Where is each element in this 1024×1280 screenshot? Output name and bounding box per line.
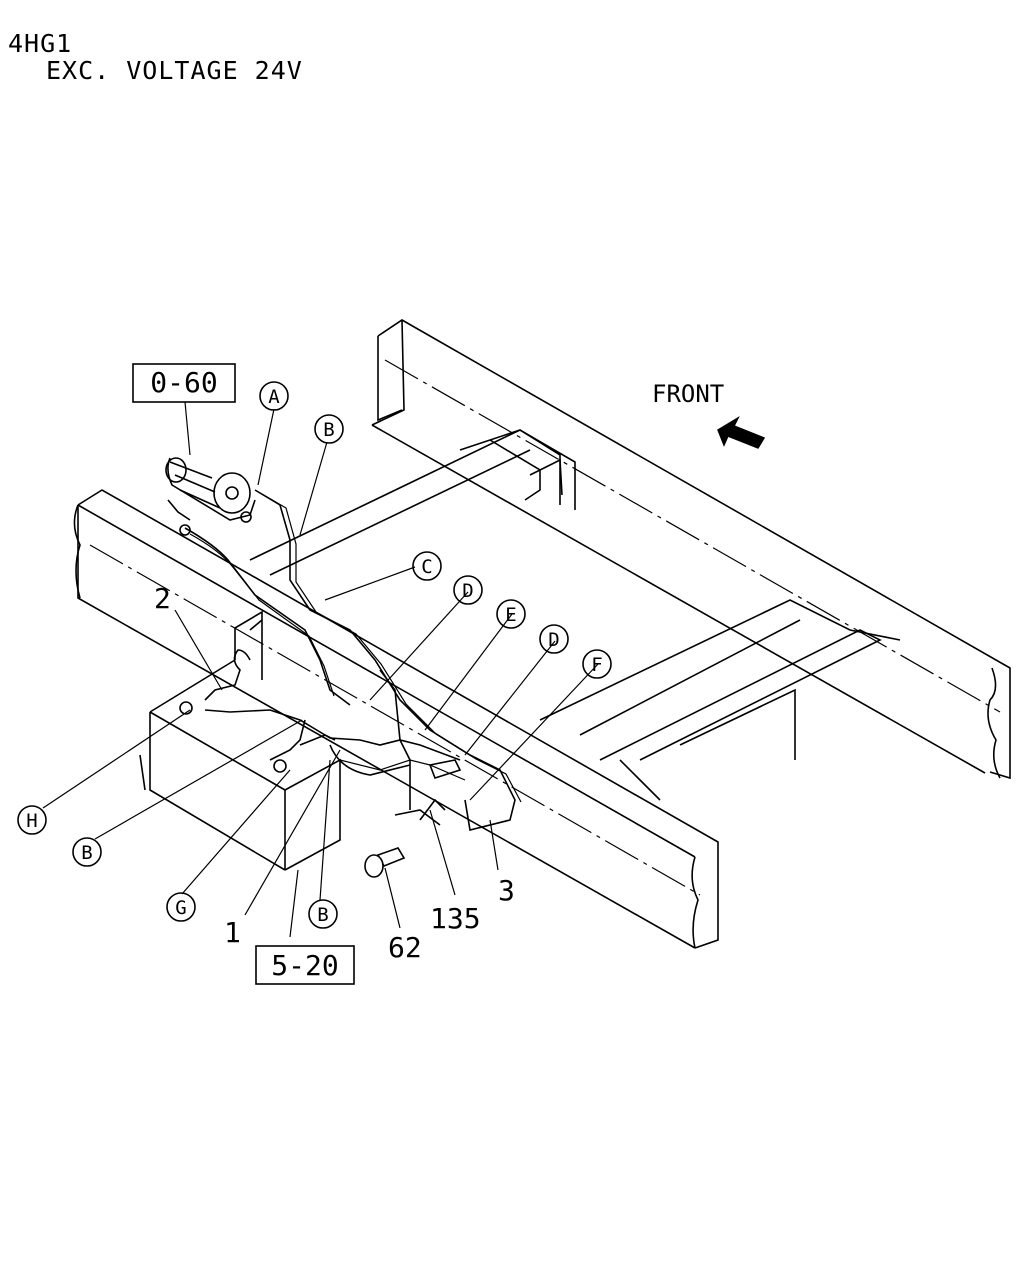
battery-cable	[204, 649, 466, 781]
callout-b-left: B	[72, 837, 102, 867]
callout-b-bottom: B	[308, 899, 338, 929]
frame-rail-lower	[73, 489, 719, 949]
callout-b-bottom-label: B	[317, 904, 328, 926]
ref-box-battery: 5-20	[255, 945, 355, 985]
callout-d-left: D	[453, 575, 483, 605]
front-label: FRONT	[652, 380, 724, 408]
callout-f-label: F	[591, 654, 602, 676]
callout-d-left-label: D	[462, 580, 473, 602]
callout-b-top-label: B	[323, 419, 334, 441]
callout-f: F	[582, 649, 612, 679]
mount-bracket	[379, 669, 462, 826]
part-number-135: 135	[430, 902, 481, 935]
callout-b-top: B	[314, 414, 344, 444]
callout-h: H	[17, 805, 47, 835]
part-number-1: 1	[224, 916, 241, 949]
model-code: 4HG1	[8, 29, 73, 58]
callout-c-label: C	[421, 556, 432, 578]
bolt	[364, 847, 406, 878]
part-number-3: 3	[498, 874, 515, 907]
callout-g-label: G	[175, 897, 186, 919]
cross-member-front	[539, 599, 901, 801]
callout-c: C	[412, 551, 442, 581]
front-arrow	[717, 416, 766, 449]
callout-e: E	[496, 599, 526, 629]
callout-a: A	[259, 381, 289, 411]
starter-motor	[165, 457, 256, 536]
part-number-2: 2	[154, 582, 171, 615]
ref-box-battery-label: 5-20	[271, 949, 338, 982]
callout-b-left-label: B	[81, 842, 92, 864]
battery-box	[139, 610, 341, 871]
part-number-62: 62	[388, 931, 422, 964]
callout-a-label: A	[268, 386, 280, 408]
callout-h-label: H	[26, 810, 37, 832]
cross-member-rear	[249, 429, 576, 576]
callout-d-right: D	[539, 624, 569, 654]
callout-d-right-label: D	[548, 629, 559, 651]
ref-box-starter-label: 0-60	[150, 366, 217, 399]
starter-cable	[184, 527, 351, 706]
ref-box-starter: 0-60	[132, 363, 236, 403]
callout-g: G	[166, 892, 196, 922]
harness-main	[254, 489, 522, 831]
voltage-note: EXC. VOLTAGE 24V	[46, 56, 303, 85]
callout-e-label: E	[505, 604, 516, 626]
diagram-header: 4HG1 EXC. VOLTAGE 24V	[8, 30, 303, 84]
leader-lines	[42, 401, 599, 938]
frame-rail-upper	[371, 319, 1011, 780]
